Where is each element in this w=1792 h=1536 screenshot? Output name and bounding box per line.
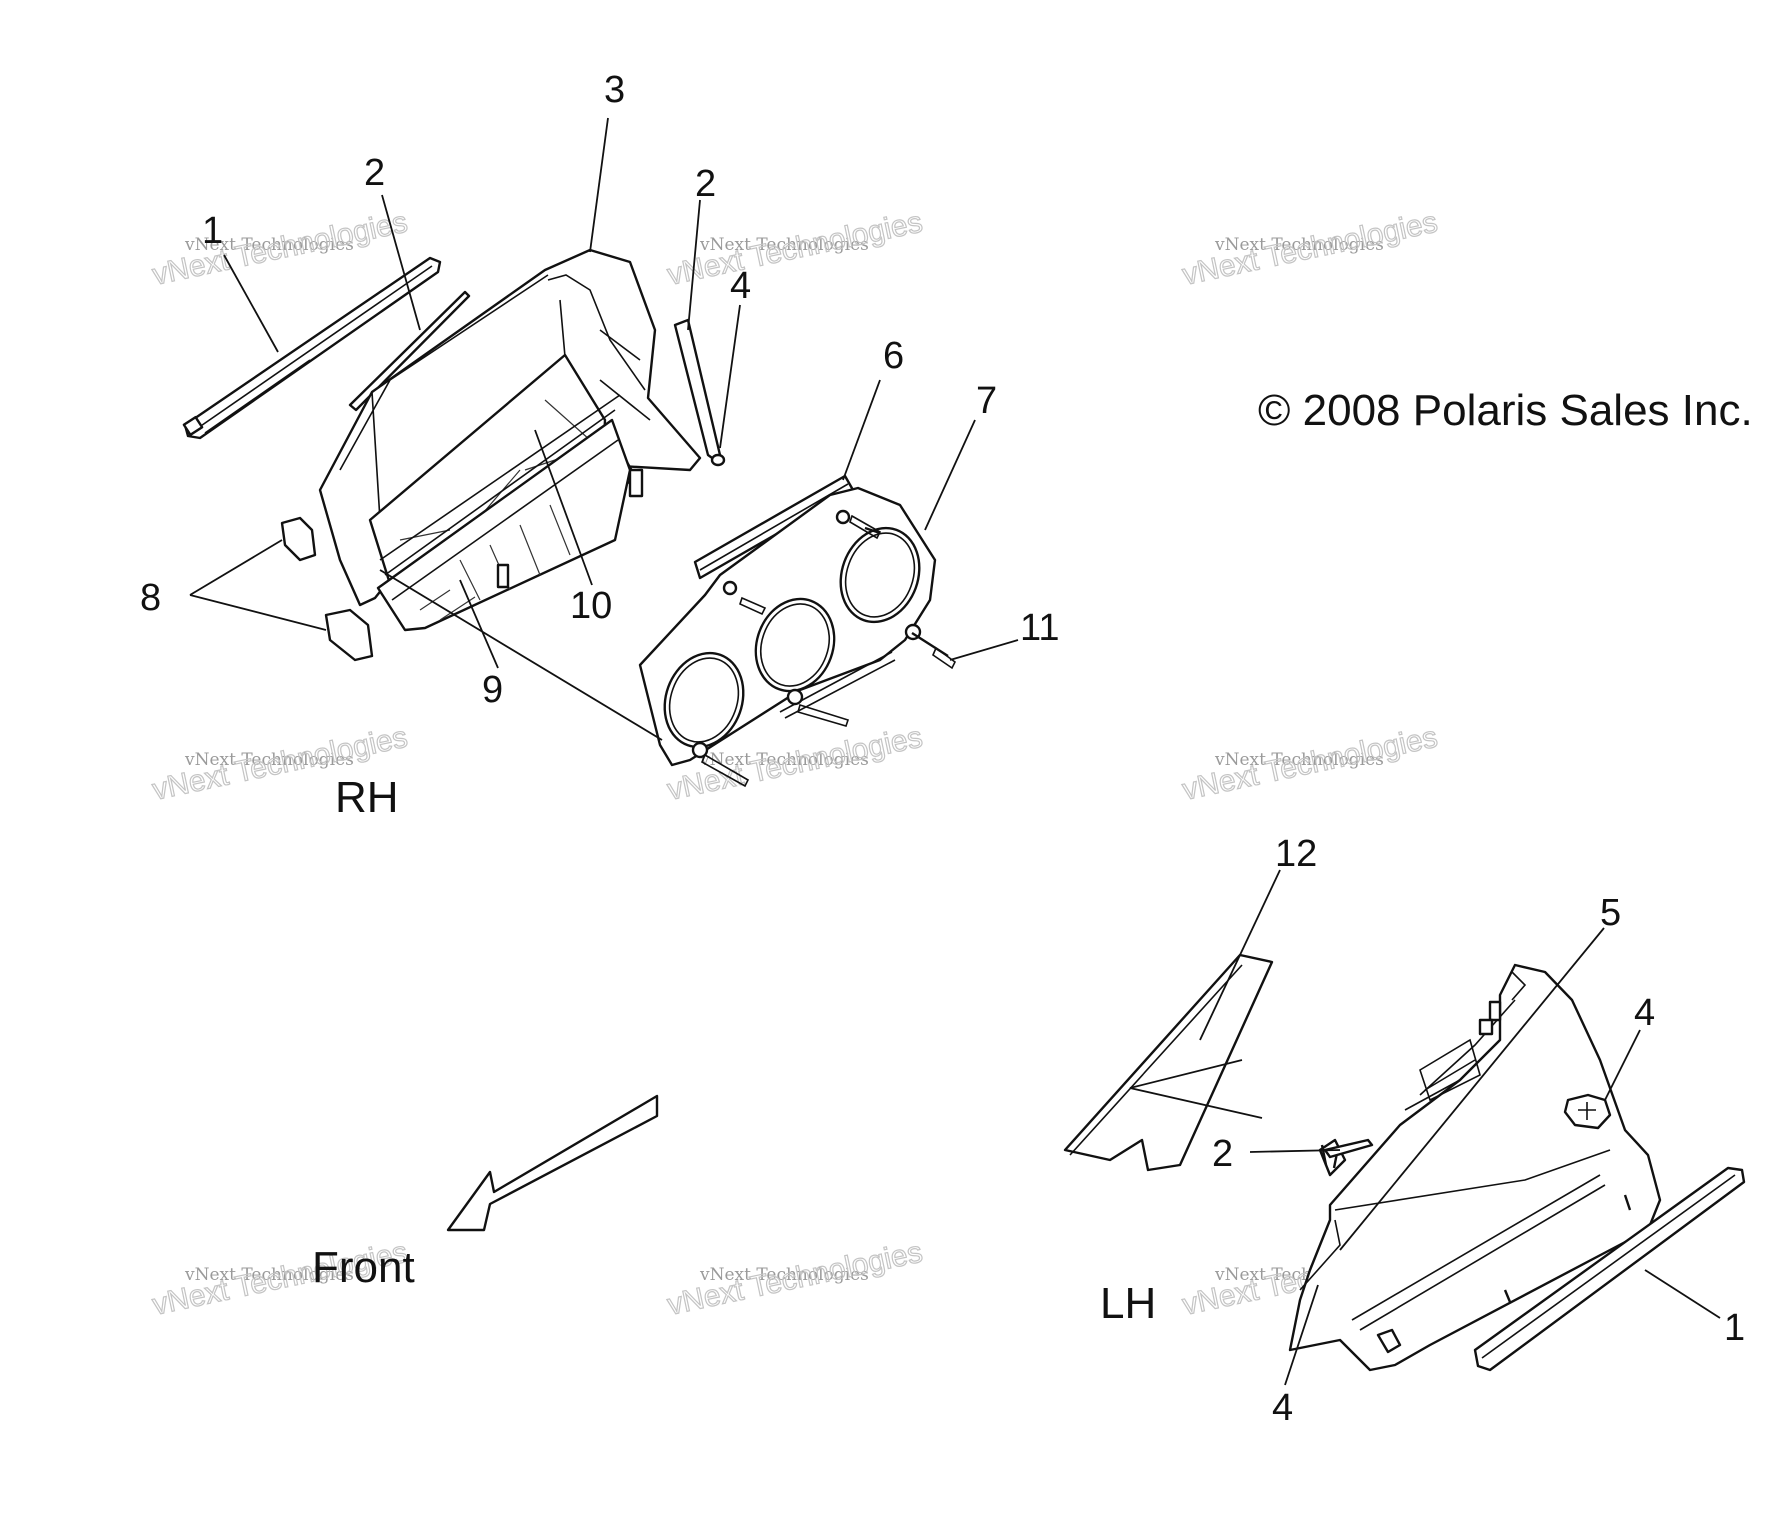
callout-rh-4: 4 — [730, 265, 751, 307]
rh-label: RH — [335, 773, 399, 822]
part-1-trim-strip[interactable] — [182, 256, 442, 440]
part-8-clips[interactable] — [280, 516, 374, 662]
watermark-6: vNext Technologies vNext Technologies — [1179, 720, 1441, 807]
callout-rh-2a: 2 — [364, 152, 385, 194]
watermark-text: vNext Technologies — [699, 235, 869, 255]
watermark-2: vNext Technologies vNext Technologies — [664, 205, 926, 292]
front-arrow-icon — [446, 1094, 659, 1232]
callout-rh-1: 1 — [202, 210, 223, 252]
part-11-screws[interactable] — [700, 514, 957, 788]
front-direction: Front — [312, 1094, 659, 1292]
callout-rh-6: 6 — [883, 335, 904, 377]
callout-lh-4a: 4 — [1634, 992, 1655, 1034]
watermark-text: vNext Technologies — [1214, 750, 1384, 770]
watermark-text: vNext Technologies — [184, 235, 354, 255]
part-2-seal-strip[interactable] — [348, 290, 471, 412]
part-12-foam-pad[interactable] — [1063, 953, 1274, 1172]
part-5-lh-housing[interactable] — [1288, 963, 1662, 1372]
part-4-lh-screw[interactable] — [1563, 1093, 1612, 1130]
callout-rh-11: 11 — [1020, 607, 1059, 649]
watermark-3: vNext Technologies vNext Technologies — [1179, 205, 1441, 292]
callout-rh-8: 8 — [140, 577, 161, 619]
part-2-lh-strip[interactable] — [1323, 1138, 1374, 1159]
callout-rh-10: 10 — [570, 585, 612, 627]
callout-rh-7: 7 — [976, 380, 997, 422]
watermark-text: vNext Technologies — [1214, 235, 1384, 255]
front-label: Front — [312, 1243, 415, 1292]
watermarks: vNext Technologies vNext Technologies vN… — [149, 205, 1441, 1322]
part-7-gauge-panel[interactable] — [638, 486, 937, 767]
rh-assembly: 1 2 3 2 4 6 7 8 10 9 11 RH — [140, 69, 1059, 822]
watermark-1: vNext Technologies vNext Technologies — [149, 205, 411, 292]
callout-lh-1: 1 — [1724, 1307, 1745, 1349]
part-1-lh-trim-strip[interactable] — [1473, 1166, 1746, 1372]
copyright-notice: © 2008 Polaris Sales Inc. — [1258, 386, 1753, 435]
lh-label: LH — [1100, 1279, 1156, 1328]
callout-rh-9: 9 — [482, 669, 503, 711]
part-4-screw[interactable] — [673, 318, 726, 467]
watermark-8: vNext Technologies vNext Technologies — [664, 1235, 926, 1322]
watermark-text: vNext Technologies — [184, 1265, 354, 1285]
callout-lh-2: 2 — [1212, 1133, 1233, 1175]
watermark-text: vNext Technologies — [699, 750, 869, 770]
watermark-text: vNext Technologies — [184, 750, 354, 770]
callout-rh-3: 3 — [604, 69, 625, 111]
lh-assembly: 12 5 4 2 4 1 LH — [1063, 833, 1746, 1429]
callout-rh-2b: 2 — [695, 163, 716, 205]
callout-lh-4b: 4 — [1272, 1387, 1293, 1429]
callout-lh-12: 12 — [1275, 833, 1317, 875]
watermark-text: vNext Technologies — [699, 1265, 869, 1285]
callout-lh-5: 5 — [1600, 892, 1621, 934]
leader-lines-rh — [189, 117, 1019, 741]
leader-lines-lh — [1129, 869, 1721, 1386]
part-9-lower-panel[interactable] — [376, 418, 632, 632]
